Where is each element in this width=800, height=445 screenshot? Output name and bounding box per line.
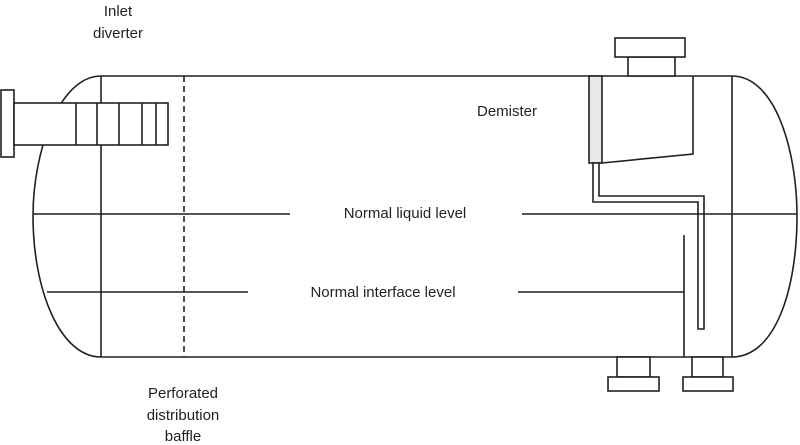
demister-pad — [588, 75, 603, 164]
inlet-diverter-label-1: Inlet — [104, 3, 133, 20]
baffle-label-1: Perforated — [148, 385, 218, 402]
inlet-diverter-label-2: diverter — [93, 25, 143, 42]
baffle-label-2: distribution — [147, 407, 220, 424]
left-head — [32, 75, 102, 358]
downcomer-pipe — [592, 162, 705, 330]
inlet-nozzle — [0, 89, 169, 158]
normal-interface-level-label: Normal interface level — [310, 284, 455, 301]
inlet-diverter — [13, 102, 169, 146]
demister-box — [588, 75, 694, 164]
demister-label: Demister — [477, 103, 537, 120]
water-outlet-nozzle — [682, 356, 734, 392]
oil-outlet-nozzle — [607, 356, 660, 392]
gas-outlet-nozzle — [614, 37, 686, 77]
right-head — [731, 75, 798, 358]
baffle-label-3: baffle — [165, 428, 201, 445]
normal-liquid-level-label: Normal liquid level — [344, 205, 467, 222]
inlet-flange — [0, 89, 15, 158]
